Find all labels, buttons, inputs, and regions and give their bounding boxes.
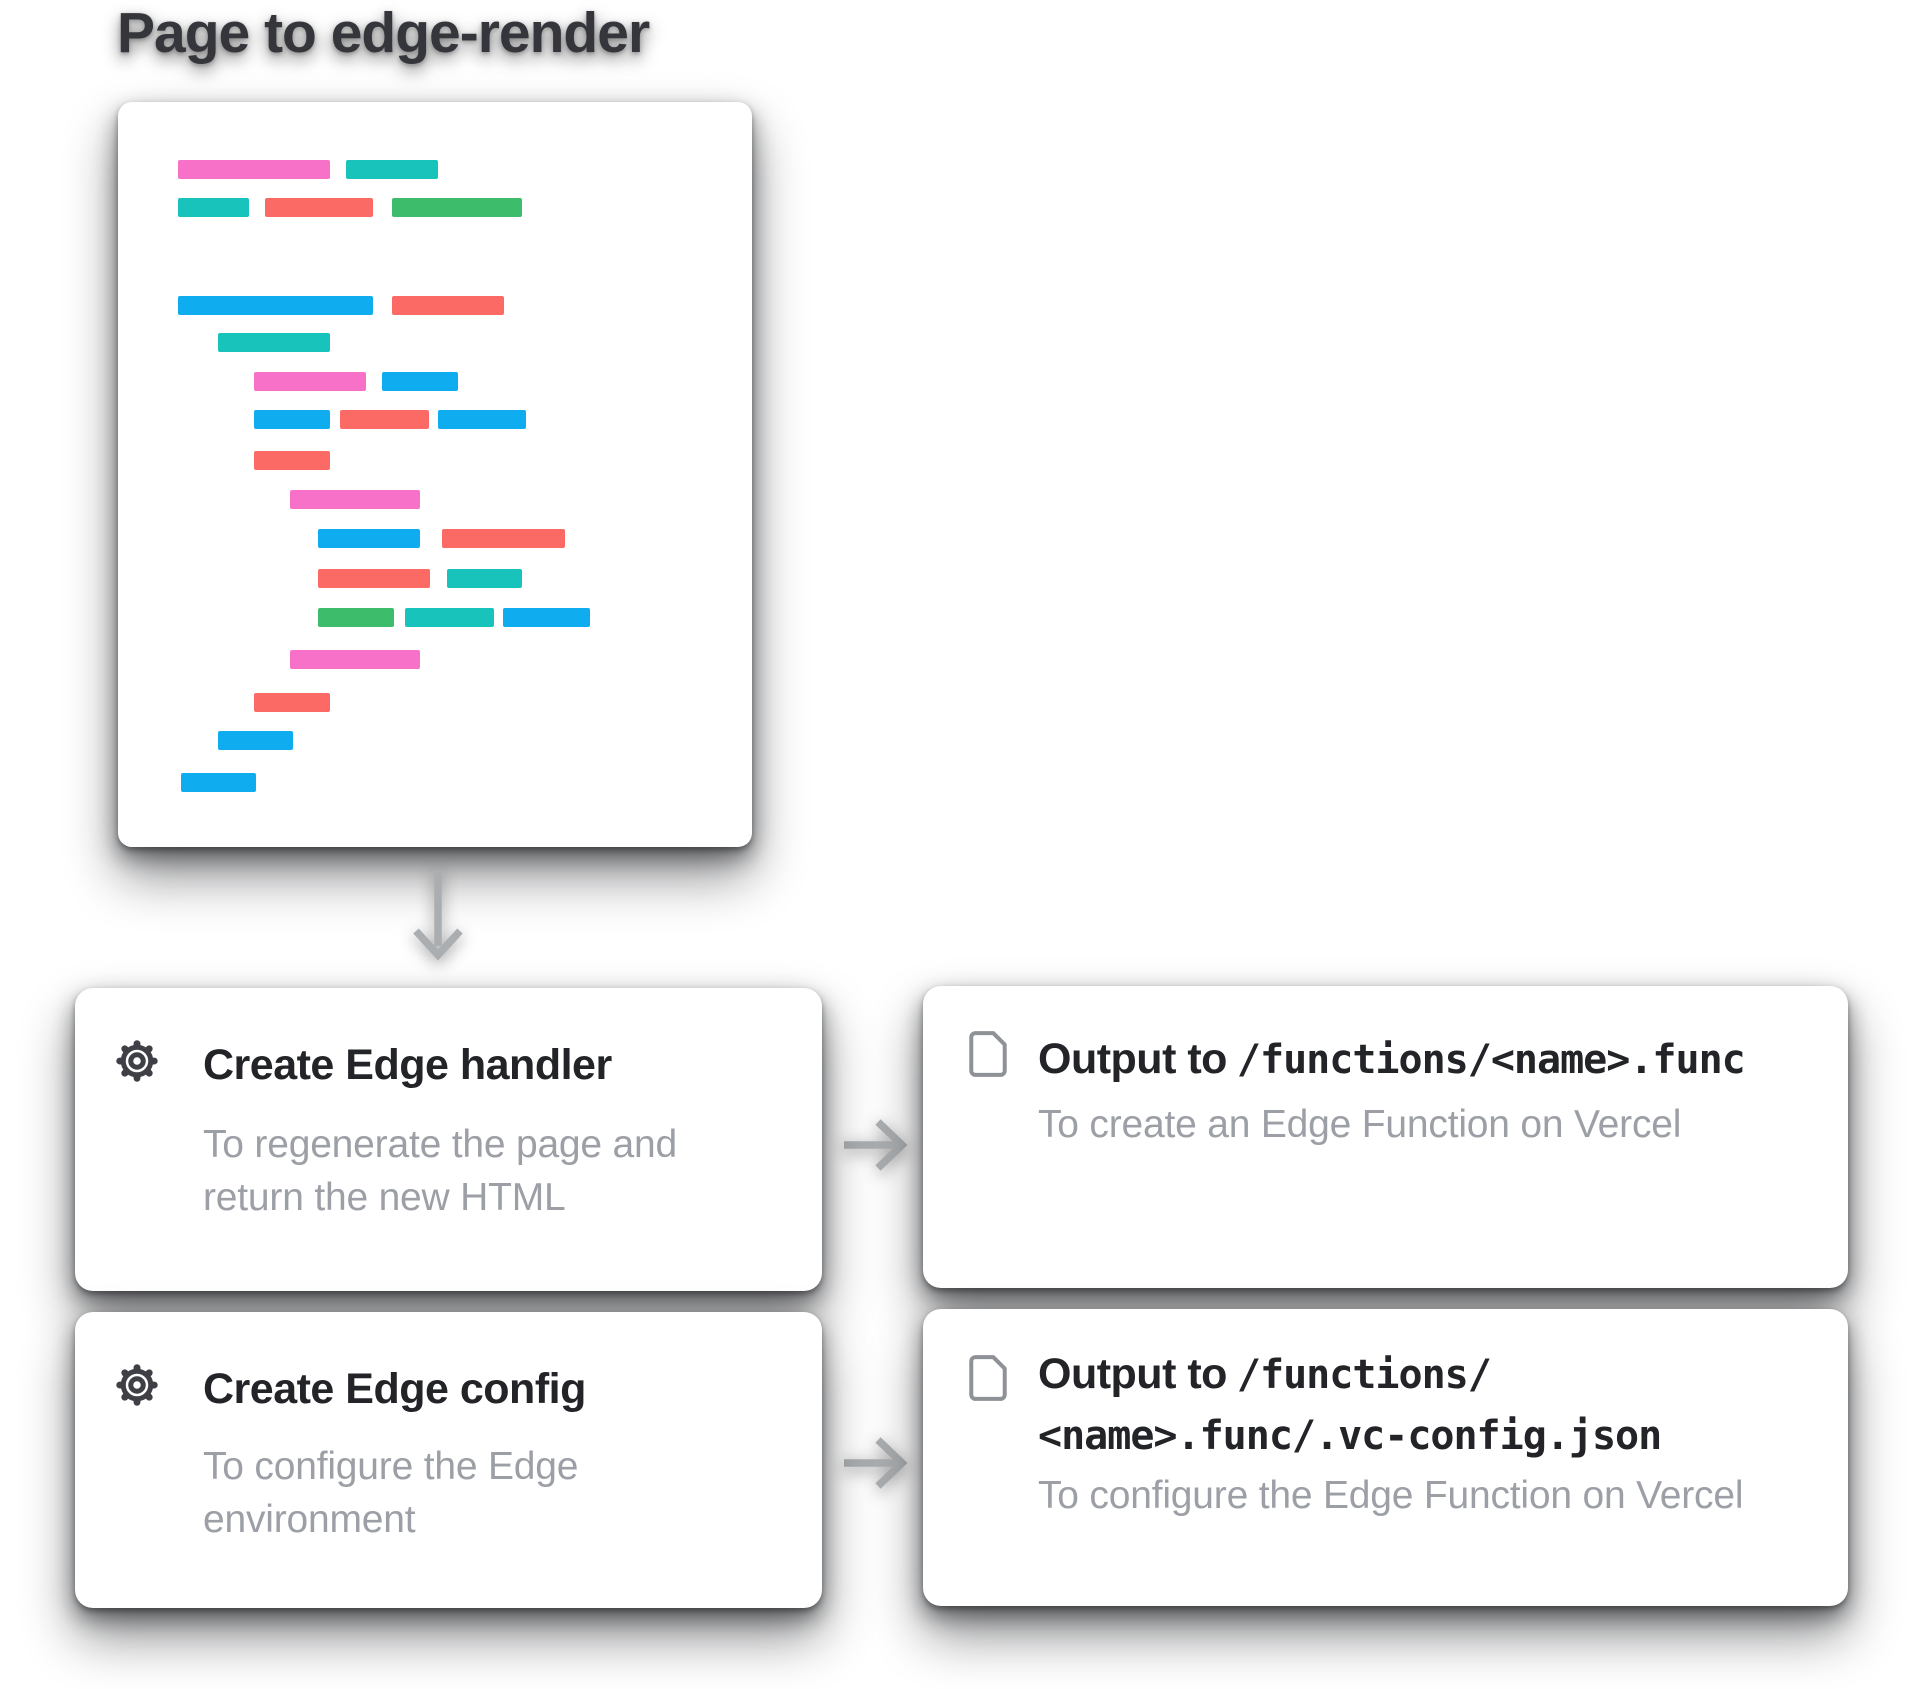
card-description: To configure the Edge Function on Vercel — [1038, 1474, 1744, 1517]
card-title: Output to/functions/ <name>.func/.vc-con… — [1038, 1349, 1662, 1462]
arrow-right-icon — [844, 1119, 908, 1171]
title-prefix: Output to — [1038, 1035, 1227, 1083]
gear-icon — [116, 1364, 158, 1406]
create-edge-config-card: Create Edge config To configure the Edge… — [75, 1312, 822, 1608]
title-prefix: Output to — [1038, 1350, 1227, 1398]
gear-icon — [116, 1040, 158, 1082]
document-icon — [969, 1031, 1007, 1077]
source-code-card — [118, 102, 752, 847]
arrow-right-icon — [844, 1437, 908, 1489]
title-path: /functions/<name>.func — [1236, 1037, 1746, 1083]
code-line-bar — [340, 410, 429, 429]
code-line-bar — [318, 529, 420, 548]
code-line-bar — [392, 198, 522, 217]
code-line-bar — [346, 160, 438, 179]
output-vc-config-card: Output to/functions/ <name>.func/.vc-con… — [923, 1309, 1848, 1606]
code-line-bar — [254, 410, 330, 429]
code-line-bar — [265, 198, 373, 217]
title-path: /functions/ — [1236, 1352, 1492, 1398]
output-func-card: Output to/functions/<name>.func To creat… — [923, 986, 1848, 1288]
card-title: Create Edge config — [203, 1365, 586, 1413]
code-line-bar — [318, 569, 430, 588]
code-line-bar — [218, 731, 293, 750]
code-line-bar — [447, 569, 522, 588]
code-bars — [118, 102, 752, 847]
card-title: Create Edge handler — [203, 1041, 612, 1089]
code-line-bar — [318, 608, 394, 627]
document-icon — [969, 1355, 1007, 1401]
code-line-bar — [392, 296, 504, 315]
arrow-down-icon — [413, 870, 463, 961]
code-line-bar — [178, 160, 330, 179]
code-line-bar — [178, 296, 373, 315]
create-edge-handler-card: Create Edge handler To regenerate the pa… — [75, 988, 822, 1291]
page-title: Page to edge-render — [117, 1, 650, 65]
card-description: To regenerate the page and return the ne… — [203, 1123, 678, 1219]
code-line-bar — [503, 608, 590, 627]
code-line-bar — [290, 490, 420, 509]
code-line-bar — [290, 650, 420, 669]
code-line-bar — [254, 693, 330, 712]
code-line-bar — [442, 529, 565, 548]
code-line-bar — [405, 608, 494, 627]
code-line-bar — [218, 333, 330, 352]
code-line-bar — [181, 773, 256, 792]
code-line-bar — [178, 198, 249, 217]
code-line-bar — [254, 451, 330, 470]
code-line-bar — [254, 372, 366, 391]
title-path-line2: <name>.func/.vc-config.json — [1038, 1413, 1662, 1459]
code-line-bar — [438, 410, 526, 429]
code-line-bar — [382, 372, 458, 391]
card-description: To configure the Edge environment — [203, 1445, 579, 1541]
card-title: Output to/functions/<name>.func — [1038, 1034, 1746, 1084]
card-description: To create an Edge Function on Vercel — [1038, 1103, 1682, 1146]
